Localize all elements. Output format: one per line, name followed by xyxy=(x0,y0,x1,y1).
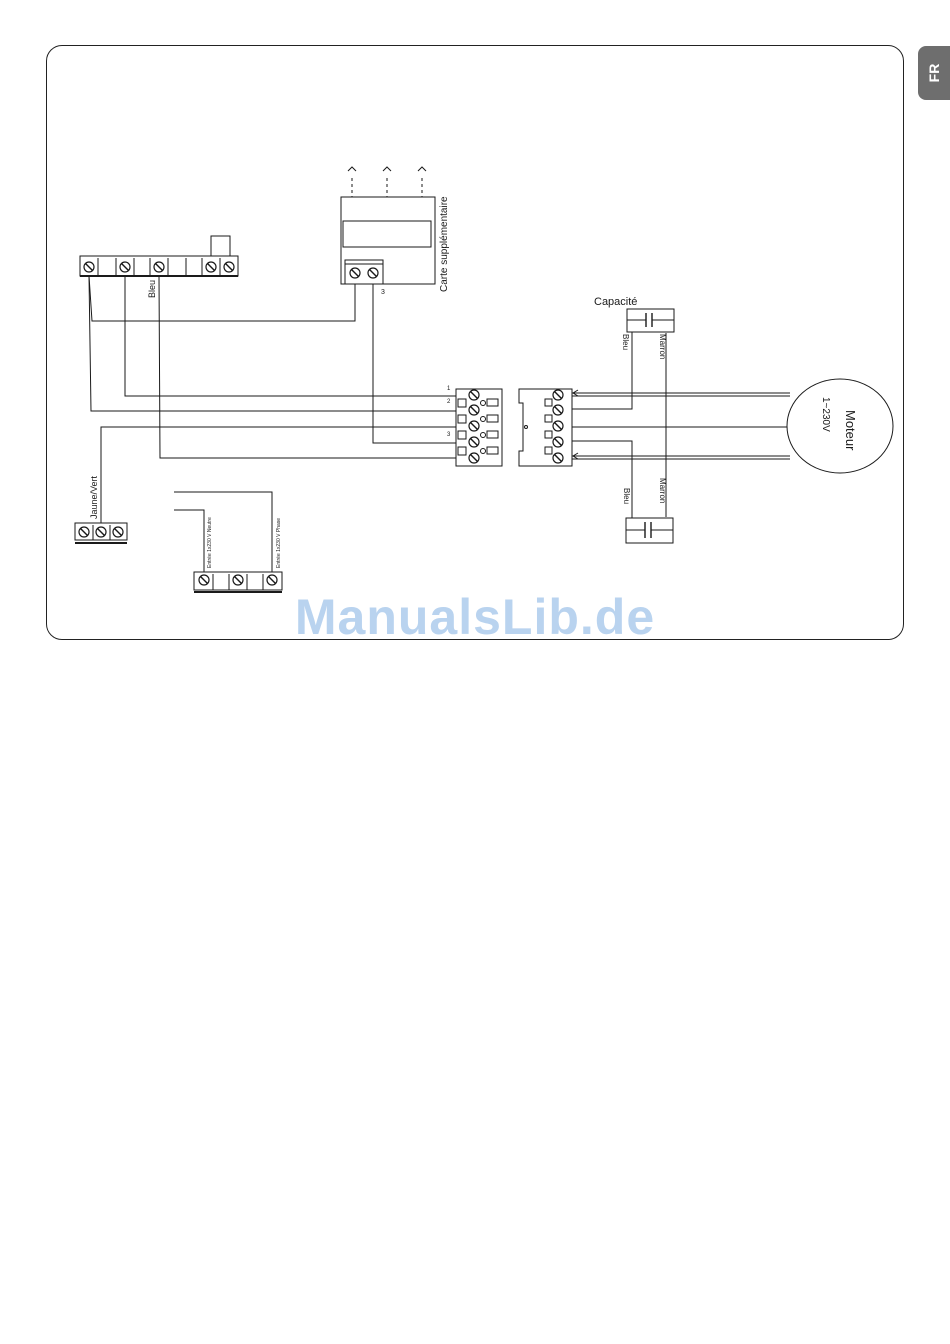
screw-icon xyxy=(469,405,479,415)
screw-icon xyxy=(469,437,479,447)
bleu-cap1-label: Bleu xyxy=(621,334,630,350)
pin-label: 2 xyxy=(447,399,451,405)
screw-icon xyxy=(113,527,123,537)
pin-label: 1 xyxy=(447,386,451,392)
screw-icon xyxy=(553,405,563,415)
bleu-top-label: Bleu xyxy=(147,280,157,298)
neutre-label: Entrée 1x230 V Neutre xyxy=(207,517,213,568)
screw-icon xyxy=(224,262,234,272)
screw-icon xyxy=(368,268,378,278)
marron-cap1-label: Marron xyxy=(658,334,667,359)
screw-icon xyxy=(120,262,130,272)
motor-spec-label: 1~230V xyxy=(820,397,831,432)
screw-icon xyxy=(233,575,243,585)
screw-icon xyxy=(553,437,563,447)
carte-label: Carte supplémentaire xyxy=(439,196,450,292)
screw-icon xyxy=(267,575,277,585)
arrow-up-icon xyxy=(418,167,426,171)
screw-icon xyxy=(154,262,164,272)
wires-left xyxy=(89,276,456,523)
motor-icon xyxy=(787,379,893,473)
main-terminal-block xyxy=(80,236,238,276)
screw-icon xyxy=(79,527,89,537)
screw-icon xyxy=(96,527,106,537)
screw-icon xyxy=(469,421,479,431)
arrow-up-icon xyxy=(383,167,391,171)
carte-terminal-label: 3 xyxy=(381,289,385,296)
power-input xyxy=(174,492,282,592)
bleu-cap2-label: Bleu xyxy=(622,488,631,504)
screw-icon xyxy=(469,390,479,400)
jaune-vert-label: Jaune/Vert xyxy=(89,475,99,519)
wires-right xyxy=(572,327,790,525)
screw-icon xyxy=(553,421,563,431)
marron-cap2-label: Marron xyxy=(658,478,667,503)
connector-left xyxy=(456,389,502,466)
ground-terminal xyxy=(75,523,127,543)
screw-icon xyxy=(350,268,360,278)
screw-icon xyxy=(84,262,94,272)
connector-right xyxy=(519,389,572,466)
capacitor-top xyxy=(627,309,674,332)
capacitor-bottom xyxy=(626,518,673,543)
watermark: ManualsLib.de xyxy=(0,588,950,646)
screw-icon xyxy=(553,390,563,400)
capacite-label: Capacité xyxy=(594,296,637,308)
phase-label: Entrée 1x230 V Phase xyxy=(276,518,282,568)
screw-icon xyxy=(206,262,216,272)
arrow-up-icon xyxy=(348,167,356,171)
additional-card xyxy=(341,167,435,284)
screw-icon xyxy=(553,453,563,463)
pin-label: 3 xyxy=(447,432,451,438)
screw-icon xyxy=(199,575,209,585)
screw-icon xyxy=(469,453,479,463)
motor-label: Moteur xyxy=(843,410,858,451)
